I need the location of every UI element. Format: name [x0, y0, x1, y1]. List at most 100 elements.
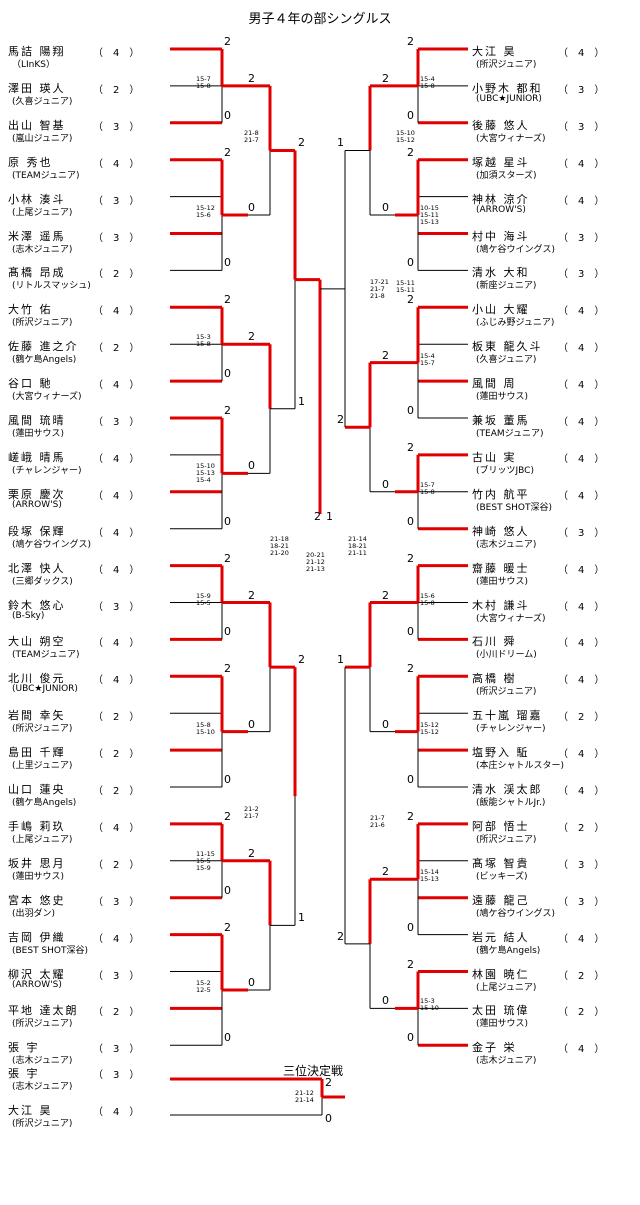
match-wins: 2	[382, 71, 389, 85]
match-wins: 2	[407, 293, 414, 307]
player-team: (鳩ケ谷ウイングス)	[12, 539, 92, 550]
player-name: 塩野入 駈	[472, 746, 530, 760]
player-name: 谷口 馳	[8, 377, 53, 391]
player-team: (リトルスマッシュ)	[12, 281, 91, 292]
player-team: (ARROW'S)	[476, 204, 526, 215]
player-grade: （ 2 ）	[93, 269, 140, 281]
player-team: (所沢ジュニア)	[476, 687, 537, 698]
match-wins: 0	[224, 883, 231, 897]
player-grade: （ 2 ）	[93, 84, 140, 96]
player-team: (ARROW'S)	[12, 499, 62, 510]
player-grade: （ 3 ）	[93, 1044, 140, 1056]
match-wins: 2	[382, 588, 389, 602]
player-grade: （ 3 ）	[558, 269, 605, 281]
player-team: (久喜ジュニア)	[476, 355, 537, 366]
player-grade: （ 4 ）	[558, 933, 605, 945]
player-name: 澤田 瑛人	[8, 81, 66, 95]
match-score: 15-4 15-7	[420, 351, 435, 367]
player-grade: （ 4 ）	[558, 195, 605, 207]
player-name: 小林 湊斗	[8, 192, 66, 206]
match-score: 10-15 15-11 15-13	[420, 204, 439, 227]
player-name: 林園 暁仁	[472, 967, 530, 981]
player-team: (蓮田サウス)	[12, 871, 65, 882]
player-team: (加須スターズ)	[476, 170, 537, 181]
player-name: 栗原 慶次	[8, 487, 66, 501]
match-score: 15-12 15-6	[196, 204, 215, 220]
player-team: (鶴ケ島Angels)	[12, 798, 77, 808]
player-team: (鳩ケ谷ウイングス)	[476, 244, 556, 255]
match-score: 15-6 15-8	[420, 591, 435, 607]
player-grade: （ 3 ）	[558, 84, 605, 96]
match-wins: 0	[224, 256, 231, 270]
match-wins: 2	[248, 330, 255, 344]
player-name: 原 秀也	[8, 155, 53, 169]
match-wins: 2	[248, 588, 255, 602]
player-name: 風間 琉晴	[8, 414, 66, 427]
player-name: 出山 智基	[8, 118, 66, 132]
player-grade: （ 3 ）	[93, 970, 140, 982]
player-grade: （ 4 ）	[93, 822, 140, 834]
player-name: 手嶋 莉玖	[8, 819, 66, 833]
match-wins: 2	[224, 551, 231, 565]
player-grade: （ 4 ）	[558, 564, 605, 576]
match-score: 17-21 21-7 21-8	[370, 277, 389, 300]
match-wins: 0	[407, 108, 414, 122]
player-name: 阿部 悟士	[472, 819, 530, 833]
third-place-title: 三位決定戦	[283, 1064, 344, 1078]
player-team: (蓮田サウス)	[476, 1019, 529, 1030]
player-team: (所沢ジュニア)	[12, 318, 73, 329]
player-grade: （ 2 ）	[558, 822, 605, 834]
player-team: (ふじみ野ジュニア)	[476, 318, 555, 329]
player-name: 塚越 星斗	[472, 155, 530, 169]
player-team: (志木ジュニア)	[12, 1082, 73, 1092]
player-team: (上尾ジュニア)	[12, 207, 73, 218]
player-name: 嵯峨 晴馬	[8, 450, 66, 464]
player-team: (B-Sky)	[12, 610, 45, 621]
player-name: 張 宇	[8, 1067, 40, 1080]
player-name: 宮本 悠史	[8, 893, 66, 907]
player-team: (BEST SHOT深谷)	[476, 502, 553, 513]
match-wins: 2	[407, 957, 414, 971]
player-grade: （ 4 ）	[558, 490, 605, 502]
player-grade: （ 3 ）	[93, 232, 140, 244]
player-grade: （ 3 ）	[558, 232, 605, 244]
player-name: 岩間 幸矢	[8, 709, 66, 723]
player-grade: （ 2 ）	[558, 712, 605, 724]
player-grade: （ 3 ）	[558, 527, 605, 539]
final-right-wins: 1	[326, 510, 333, 523]
match-wins: 0	[248, 459, 255, 473]
match-wins: 2	[382, 865, 389, 879]
player-name: 石川 舜	[472, 635, 517, 649]
player-team: (本庄シャトルスター)	[476, 761, 565, 772]
player-team: (所沢ジュニア)	[476, 60, 537, 70]
player-grade: （ 3 ）	[93, 121, 140, 133]
player-grade: （ 4 ）	[558, 48, 605, 59]
player-grade: （ 4 ）	[93, 453, 140, 465]
match-score: 15-14 15-13	[420, 868, 439, 884]
player-name: 平地 達太朗	[8, 1004, 79, 1018]
match-wins: 0	[224, 514, 231, 528]
match-score: 15-10 15-13 15-4	[196, 462, 215, 485]
match-wins: 0	[407, 404, 414, 417]
match-wins: 1	[298, 911, 305, 925]
player-team: (TEAMジュニア)	[12, 170, 80, 181]
player-name: 張 宇	[8, 1041, 40, 1055]
match-score: 11-15 15-5 15-9	[196, 849, 215, 872]
player-grade: （ 4 ）	[93, 564, 140, 576]
player-team: (三郷ダックス)	[12, 576, 73, 587]
third-bottom-wins: 0	[325, 1112, 332, 1125]
player-name: 北澤 快人	[8, 561, 66, 575]
player-grade: （ 3 ）	[93, 195, 140, 207]
player-grade: （ 4 ）	[93, 675, 140, 687]
match-wins: 2	[224, 662, 231, 676]
player-grade: （ 4 ）	[93, 1107, 140, 1118]
player-team: (所沢ジュニア)	[12, 1019, 73, 1030]
player-grade: （ 3 ）	[93, 601, 140, 613]
match-wins: 2	[407, 809, 414, 823]
match-wins: 0	[248, 975, 255, 989]
player-name: 木村 謙斗	[472, 598, 530, 612]
player-grade: （ 2 ）	[93, 343, 140, 355]
player-team: (嵐山ジュニア)	[12, 133, 73, 144]
player-team: (鳩ケ谷ウイングス)	[476, 908, 556, 919]
player-name: 島田 千輝	[8, 746, 66, 760]
